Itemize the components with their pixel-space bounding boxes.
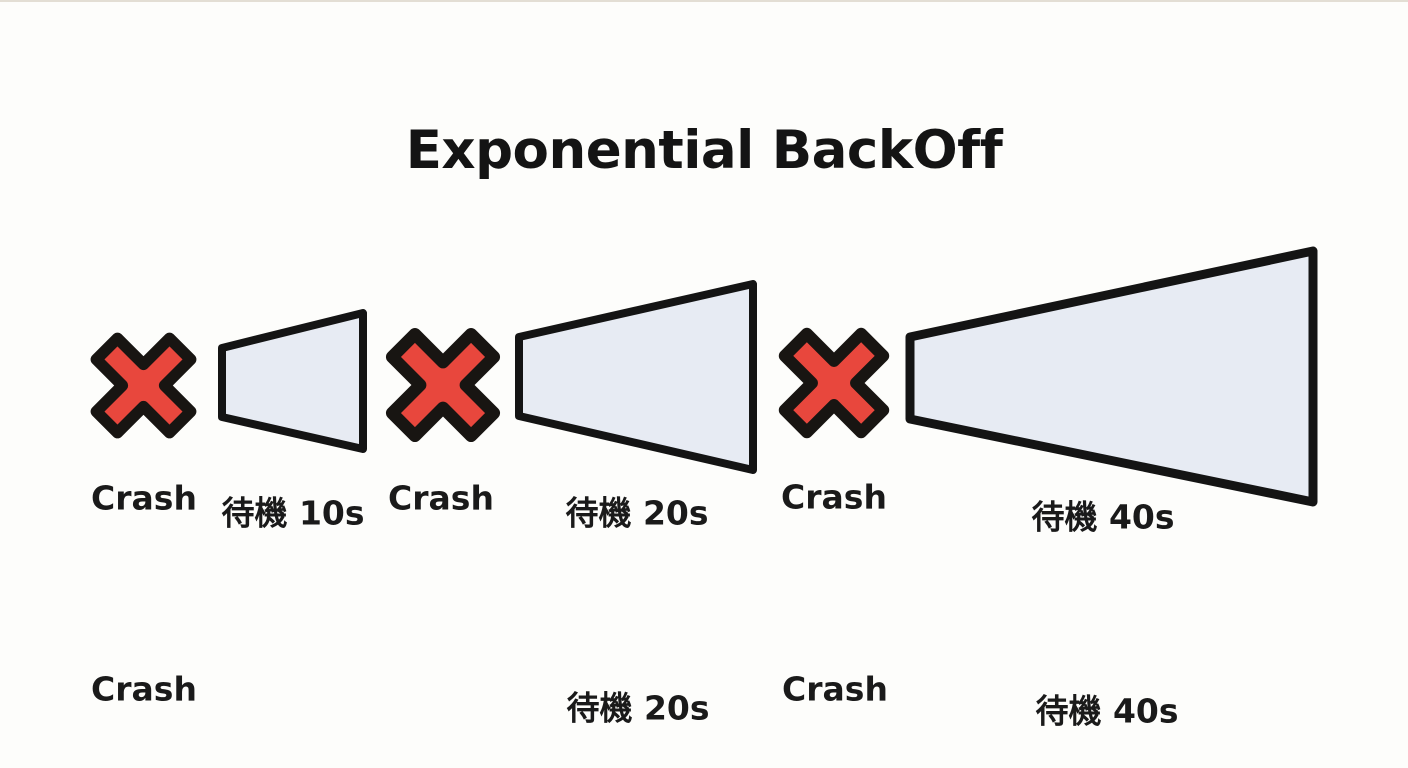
top-edge-line (0, 0, 1408, 2)
wait-label-20s: 待機 20s (565, 493, 709, 533)
crash-label-3: Crash (781, 477, 887, 517)
crash-label-2: Crash (388, 478, 494, 518)
bottom-crash-label-1: Crash (91, 669, 197, 709)
wait-label-10s: 待機 10s (221, 493, 365, 533)
wait-trapezoid-10s (218, 309, 367, 453)
bottom-wait-label-20s: 待機 20s (566, 688, 710, 728)
wait-trapezoid-20s (515, 280, 757, 474)
crash-x-icon-2 (364, 306, 522, 464)
wait-trapezoid-40s (905, 246, 1318, 507)
wait-label-40s: 待機 40s (1031, 497, 1175, 537)
bottom-crash-label-2: Crash (782, 669, 888, 709)
page-title: Exponential BackOff (405, 119, 1003, 181)
bottom-wait-label-40s: 待機 40s (1035, 691, 1179, 731)
crash-x-icon-3 (758, 307, 911, 460)
crash-x-icon-1 (70, 312, 216, 458)
crash-label-1: Crash (91, 478, 197, 518)
